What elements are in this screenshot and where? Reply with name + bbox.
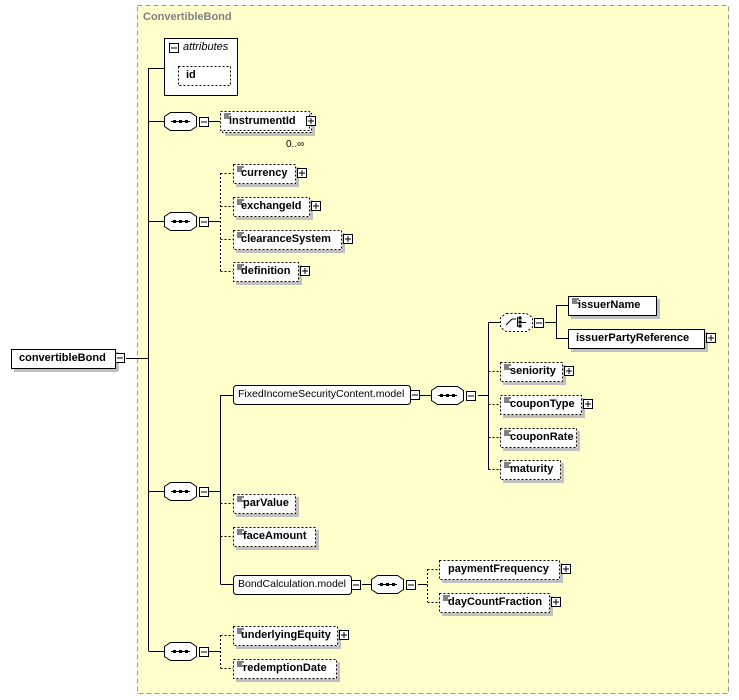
expand-plus-strokes — [299, 118, 714, 638]
element-face-amount[interactable]: faceAmount — [243, 530, 307, 542]
element-seniority[interactable]: seniority — [510, 365, 556, 377]
element-underlying-equity[interactable]: underlyingEquity — [241, 629, 331, 641]
group-bond-calculation-model[interactable]: BondCalculation.model — [238, 578, 346, 590]
attributes-label: attributes — [183, 41, 229, 53]
element-instrument-id[interactable]: instrumentId — [229, 115, 296, 127]
element-payment-frequency[interactable]: paymentFrequency — [448, 563, 549, 575]
root-element-convertible-bond[interactable]: convertibleBond — [19, 352, 106, 364]
element-coupon-rate[interactable]: couponRate — [510, 431, 574, 443]
element-definition[interactable]: definition — [241, 265, 291, 277]
element-coupon-type[interactable]: couponType — [510, 398, 575, 410]
attribute-id-box[interactable] — [178, 66, 231, 86]
element-boxes — [11, 111, 705, 679]
occurrence-label: 0..∞ — [286, 139, 305, 150]
element-issuer-name[interactable]: issuerName — [578, 299, 641, 311]
element-currency[interactable]: currency — [241, 167, 288, 179]
collapse-minus-strokes — [117, 121, 542, 653]
element-exchange-id[interactable]: exchangeId — [241, 200, 302, 212]
element-clearance-system[interactable]: clearanceSystem — [241, 233, 331, 245]
attribute-id[interactable]: id — [186, 69, 196, 81]
choice-icon — [505, 316, 526, 328]
element-redemption-date[interactable]: redemptionDate — [243, 662, 327, 674]
element-par-value[interactable]: parValue — [243, 497, 289, 509]
attributes-group — [164, 38, 238, 96]
connector-lines — [126, 68, 568, 669]
sequence-dots — [171, 120, 457, 653]
element-issuer-party-reference[interactable]: issuerPartyReference — [576, 332, 690, 344]
element-day-count-fraction[interactable]: dayCountFraction — [448, 596, 543, 608]
element-maturity[interactable]: maturity — [510, 463, 554, 475]
group-fixed-income-model[interactable]: FixedIncomeSecurityContent.model — [238, 388, 405, 400]
container-title: ConvertibleBond — [143, 11, 232, 23]
